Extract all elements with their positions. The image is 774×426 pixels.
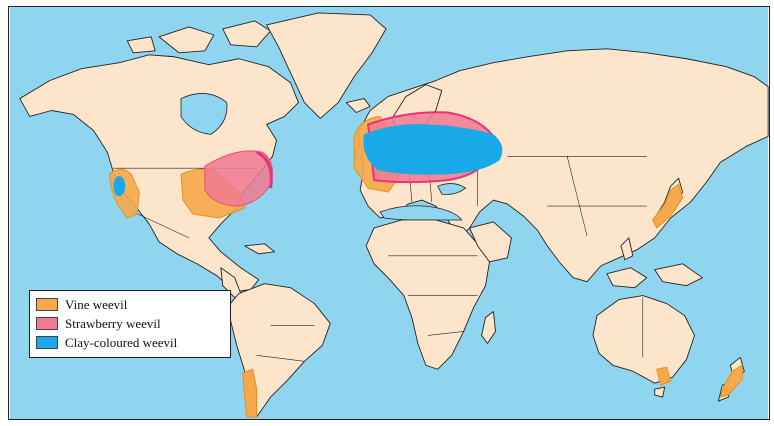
arctic-islands <box>126 20 272 54</box>
legend-swatch-vine-weevil <box>36 298 58 311</box>
greenland <box>266 12 387 119</box>
southeast-asia-islands <box>606 237 703 289</box>
black-sea <box>437 183 467 195</box>
eurasia <box>357 48 769 283</box>
iceland <box>345 98 371 113</box>
hudson-bay <box>180 93 228 135</box>
vine-weevil-japan-area <box>652 183 684 229</box>
clay-coloured-weevil-europe-area <box>363 124 503 175</box>
clay-coloured-weevil-na-area <box>113 176 126 197</box>
madagascar <box>481 311 496 344</box>
legend-row-strawberry-weevil: Strawberry weevil <box>36 314 224 333</box>
australia <box>592 295 695 384</box>
legend-swatch-strawberry-weevil <box>36 317 58 330</box>
strawberry-weevil-na-edge <box>255 150 273 189</box>
legend-row-clay-coloured-weevil: Clay-coloured weevil <box>36 333 224 352</box>
legend-swatch-clay-coloured-weevil <box>36 336 58 349</box>
legend-label-clay-coloured-weevil: Clay-coloured weevil <box>65 334 178 350</box>
legend-label-strawberry-weevil: Strawberry weevil <box>65 315 161 331</box>
world-map-svg <box>9 7 769 419</box>
world-map: Vine weevil Strawberry weevil Clay-colou… <box>8 6 770 420</box>
weevil-distribution <box>108 111 743 418</box>
legend-label-vine-weevil: Vine weevil <box>65 296 128 312</box>
vine-weevil-australia-area <box>656 366 672 386</box>
arabian-peninsula <box>469 221 512 263</box>
tasmania <box>654 386 666 398</box>
map-legend: Vine weevil Strawberry weevil Clay-colou… <box>29 290 231 358</box>
legend-row-vine-weevil: Vine weevil <box>36 295 224 314</box>
vine-weevil-south-america-area <box>242 368 258 418</box>
vine-weevil-new-zealand-area <box>719 364 743 398</box>
